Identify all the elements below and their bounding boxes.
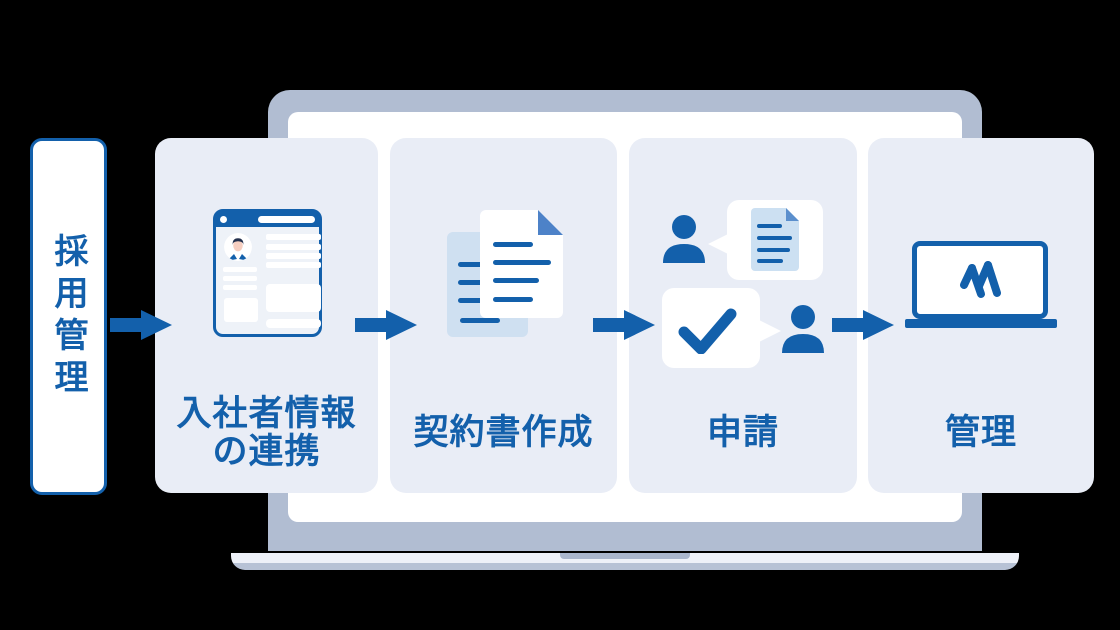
laptop-base	[231, 553, 1019, 570]
doc-line	[493, 278, 539, 283]
step-label: 申請	[706, 413, 779, 452]
speech-bubble-check	[662, 288, 760, 368]
doc-line	[458, 262, 498, 267]
card-text-line	[266, 262, 321, 268]
laptop-icon-base	[905, 319, 1057, 328]
card-text-line	[266, 234, 321, 240]
card-text-line	[266, 244, 321, 250]
card-text-line	[223, 285, 257, 290]
bubble-tail-right	[759, 320, 781, 342]
card-header-dot	[220, 216, 227, 223]
step-label: 契約書作成	[413, 413, 594, 452]
doc-line	[493, 242, 533, 247]
doc-line	[757, 224, 782, 228]
document-fold	[538, 210, 563, 235]
doc-line	[757, 236, 792, 240]
step-panel-employee-info: 入社者情報 の連携	[155, 138, 378, 493]
source-label: 採用管理	[49, 232, 87, 401]
arrow-right-icon	[110, 310, 172, 340]
laptop-notch	[560, 553, 690, 559]
step-panel-contract: 契約書作成	[390, 138, 617, 493]
arrow-right-icon	[832, 310, 894, 340]
doc-line	[493, 297, 533, 302]
dual-person-logo-icon	[960, 261, 1001, 298]
doc-line	[493, 260, 551, 265]
card-header-pill	[258, 216, 315, 223]
step-label: 管理	[944, 413, 1017, 452]
profile-card-icon	[213, 209, 322, 337]
card-text-line	[223, 267, 257, 272]
person-icon	[782, 305, 824, 353]
card-footer-block	[266, 319, 321, 328]
card-text-line	[223, 276, 257, 281]
laptop-icon-screen	[912, 241, 1048, 319]
arrow-right-icon	[593, 310, 655, 340]
arrow-right-icon	[355, 310, 417, 340]
doc-line	[757, 248, 790, 252]
step-panel-management: 管理	[868, 138, 1094, 493]
doc-line	[757, 259, 783, 263]
bubble-tail-left	[708, 234, 728, 254]
source-box-recruitment: 採用管理	[30, 138, 107, 495]
doc-line	[460, 318, 500, 323]
doc-line	[458, 280, 498, 285]
card-content-block	[266, 284, 321, 312]
doc-line	[458, 298, 498, 303]
step-label: 入社者情報 の連携	[176, 394, 357, 471]
step-panel-request: 申請	[629, 138, 857, 493]
avatar-icon	[224, 233, 252, 261]
person-icon	[663, 215, 705, 263]
card-text-line	[266, 253, 321, 259]
card-photo-block	[224, 298, 258, 322]
check-icon	[678, 308, 737, 354]
